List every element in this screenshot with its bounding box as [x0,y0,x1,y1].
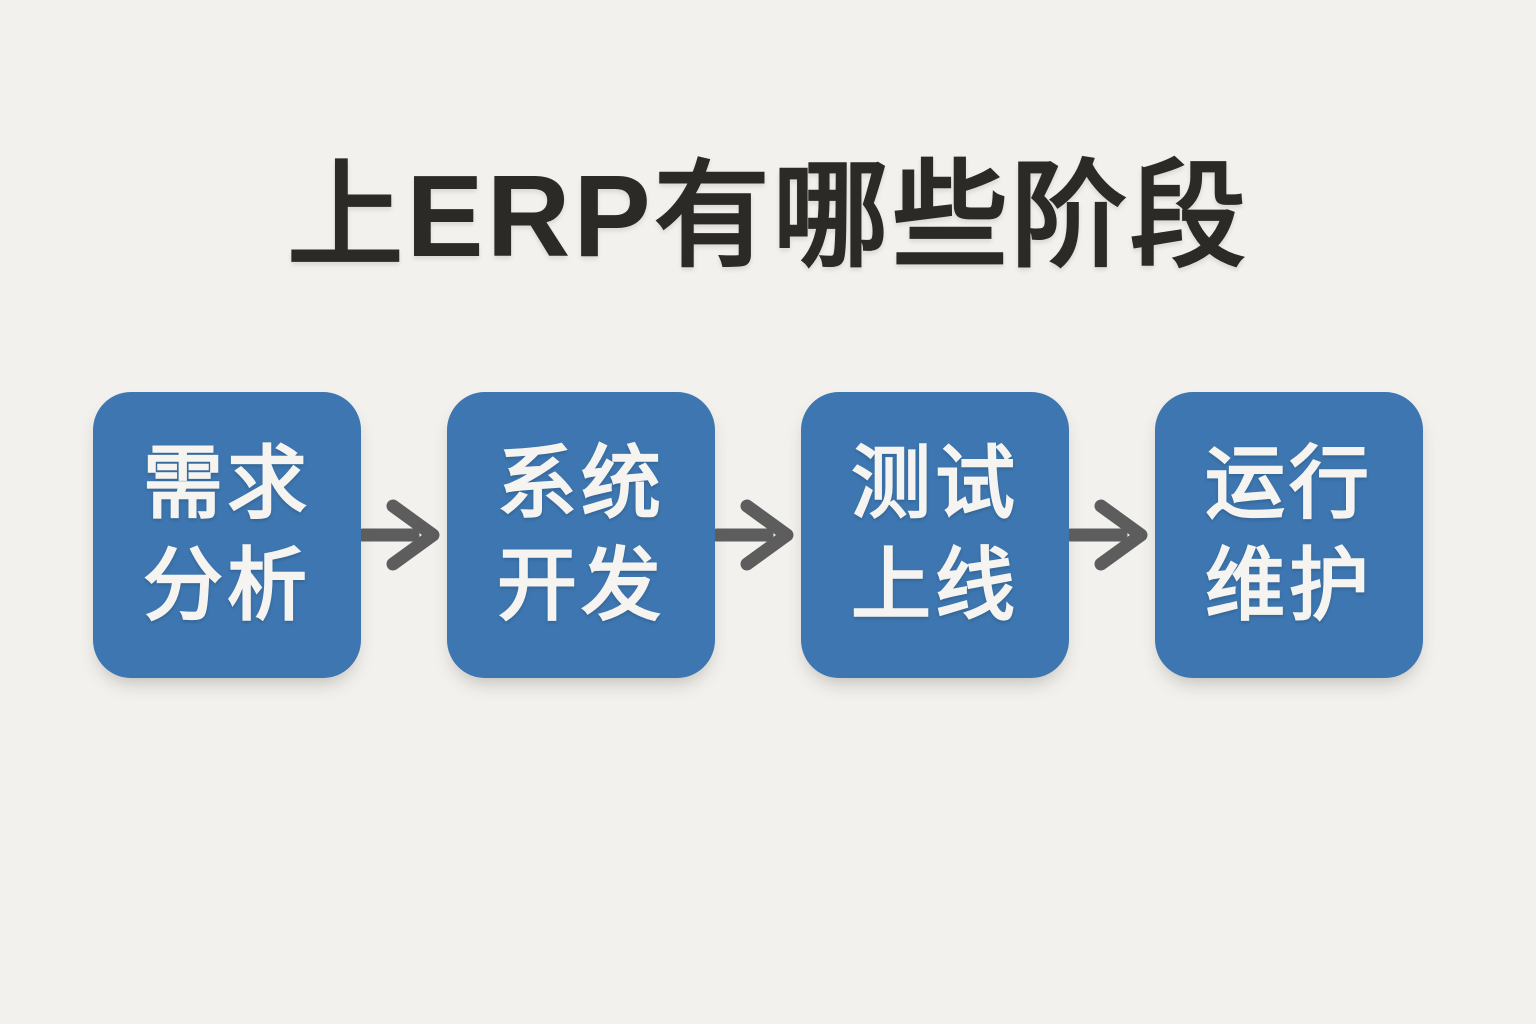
flow-diagram: 需求 分析 系统 开发 测试 上线 运行 维护 [93,392,1423,678]
stage-box-operation-maintenance: 运行 维护 [1155,392,1423,678]
stage-box-testing-launch: 测试 上线 [801,392,1069,678]
stage-label-line: 开发 [497,541,665,630]
page-title: 上ERP有哪些阶段 [287,151,1249,281]
stage-label-line: 上线 [851,541,1019,630]
arrow-right-icon [361,499,440,571]
stage-label-line: 需求 [143,438,311,528]
arrow-right-icon [715,499,794,571]
arrow-right-icon [1069,499,1148,571]
stage-label-line: 运行 [1205,438,1373,528]
stage-label-line: 系统 [497,438,665,528]
stage-label-line: 维护 [1205,541,1373,630]
stage-label-line: 测试 [851,438,1019,528]
stage-box-system-development: 系统 开发 [447,392,715,678]
stage-box-requirements-analysis: 需求 分析 [93,392,361,678]
stage-label-line: 分析 [143,541,311,630]
